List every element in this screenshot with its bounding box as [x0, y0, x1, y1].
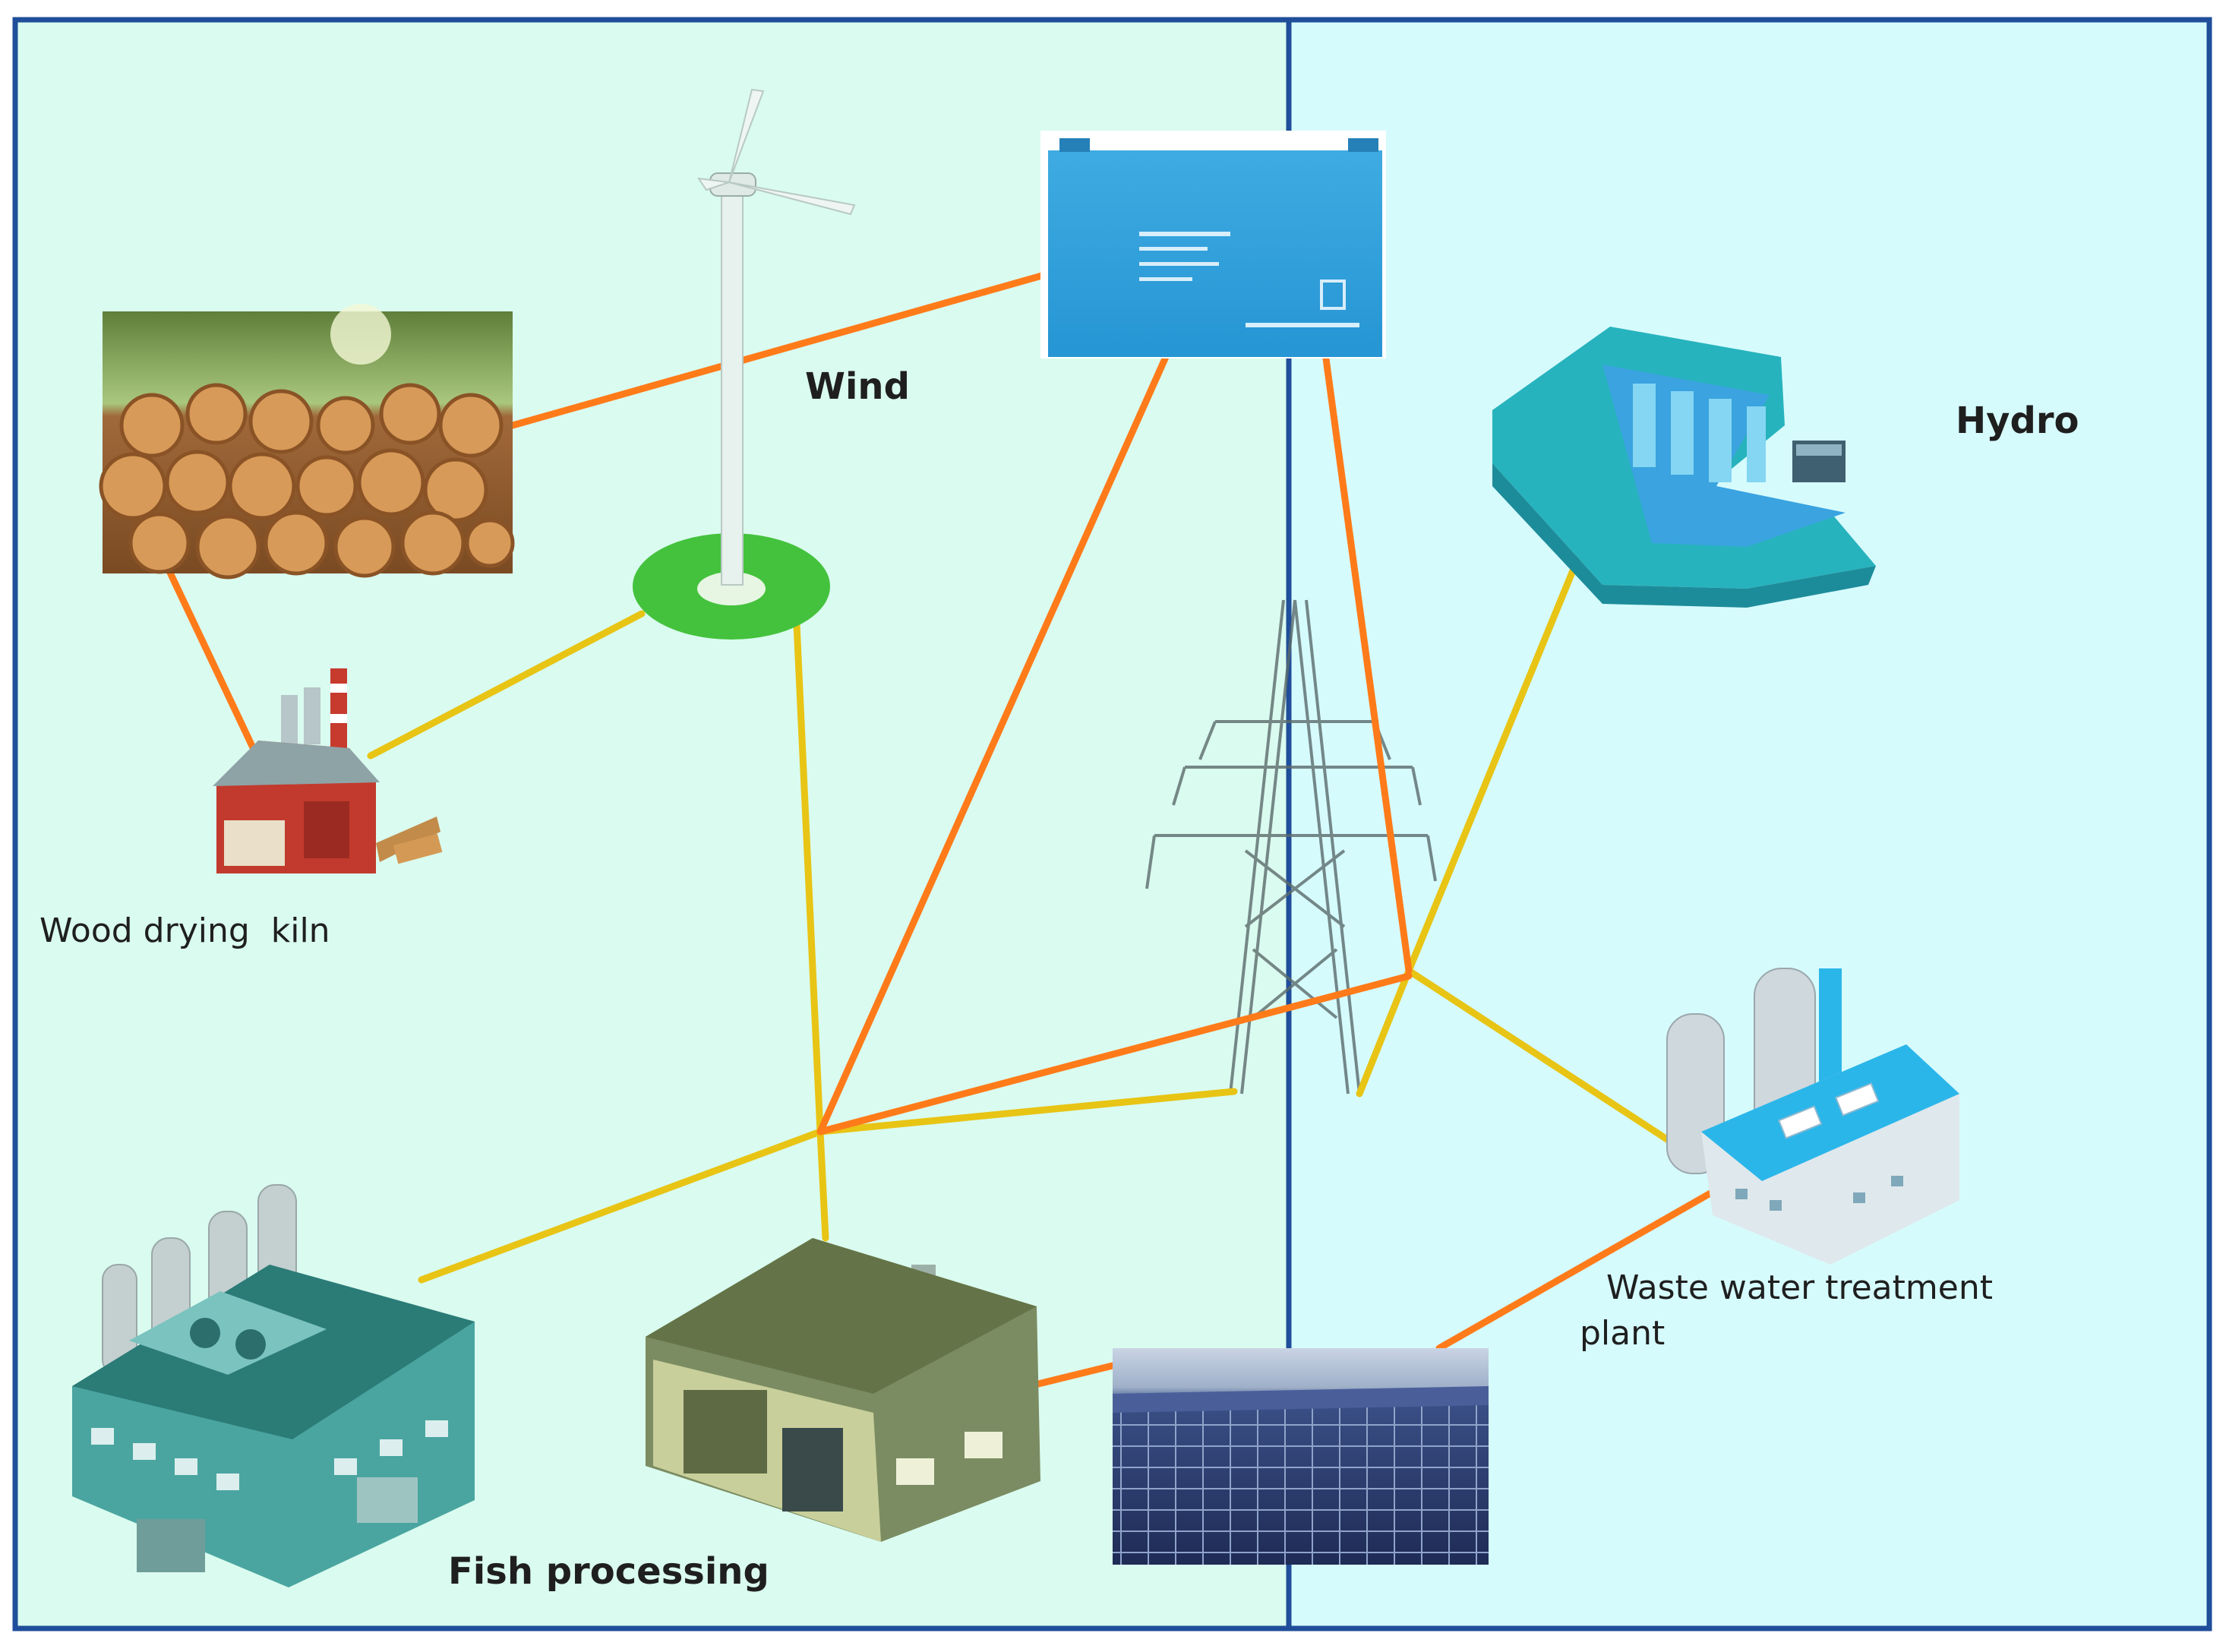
- link-wood-battery: [509, 266, 1067, 429]
- label-fish-processing: Fish processing: [448, 1550, 769, 1593]
- link-wind-hub: [792, 604, 824, 1136]
- outer-border: [12, 17, 2212, 1631]
- link-solar-wastewater: [1435, 1177, 1735, 1352]
- power-pylon-icon: [1145, 599, 1437, 1094]
- label-hydro: Hydro: [1956, 400, 2079, 442]
- kiln-building-icon: [213, 668, 443, 873]
- link-hub-fish: [816, 1128, 829, 1242]
- fish-processing-building-icon: [646, 1238, 1040, 1542]
- link-fish-solar: [1025, 1362, 1116, 1390]
- label-wastewater-line1: Waste water treatment: [1606, 1268, 1993, 1307]
- link-battery-hub: [816, 353, 1170, 1136]
- link-node-wastewater: [1405, 967, 1671, 1143]
- link-hub-node: [816, 972, 1413, 1136]
- link-hub-factory: [418, 1128, 824, 1284]
- link-node-pylon: [1356, 967, 1413, 1098]
- battery-icon: [1040, 131, 1386, 359]
- wastewater-plant-icon: [1666, 968, 1959, 1265]
- label-wind: Wind: [805, 365, 910, 408]
- link-hydro-node: [1405, 532, 1591, 974]
- wood-logs-photo: [99, 304, 515, 580]
- link-wood-kiln: [159, 554, 260, 760]
- solar-panel-array-icon: [1113, 1348, 1489, 1565]
- wind-turbine-icon: [633, 88, 856, 640]
- link-battery-node: [1321, 349, 1413, 974]
- factory-icon: [72, 1184, 475, 1587]
- label-wastewater-line2: plant: [1580, 1314, 1665, 1353]
- hydro-dam-icon: [1492, 327, 1876, 608]
- link-hub-pylon: [816, 1088, 1238, 1136]
- connection-links: [159, 266, 1735, 1390]
- link-kiln-wind: [367, 610, 646, 760]
- label-kiln: Wood drying kiln: [39, 911, 330, 950]
